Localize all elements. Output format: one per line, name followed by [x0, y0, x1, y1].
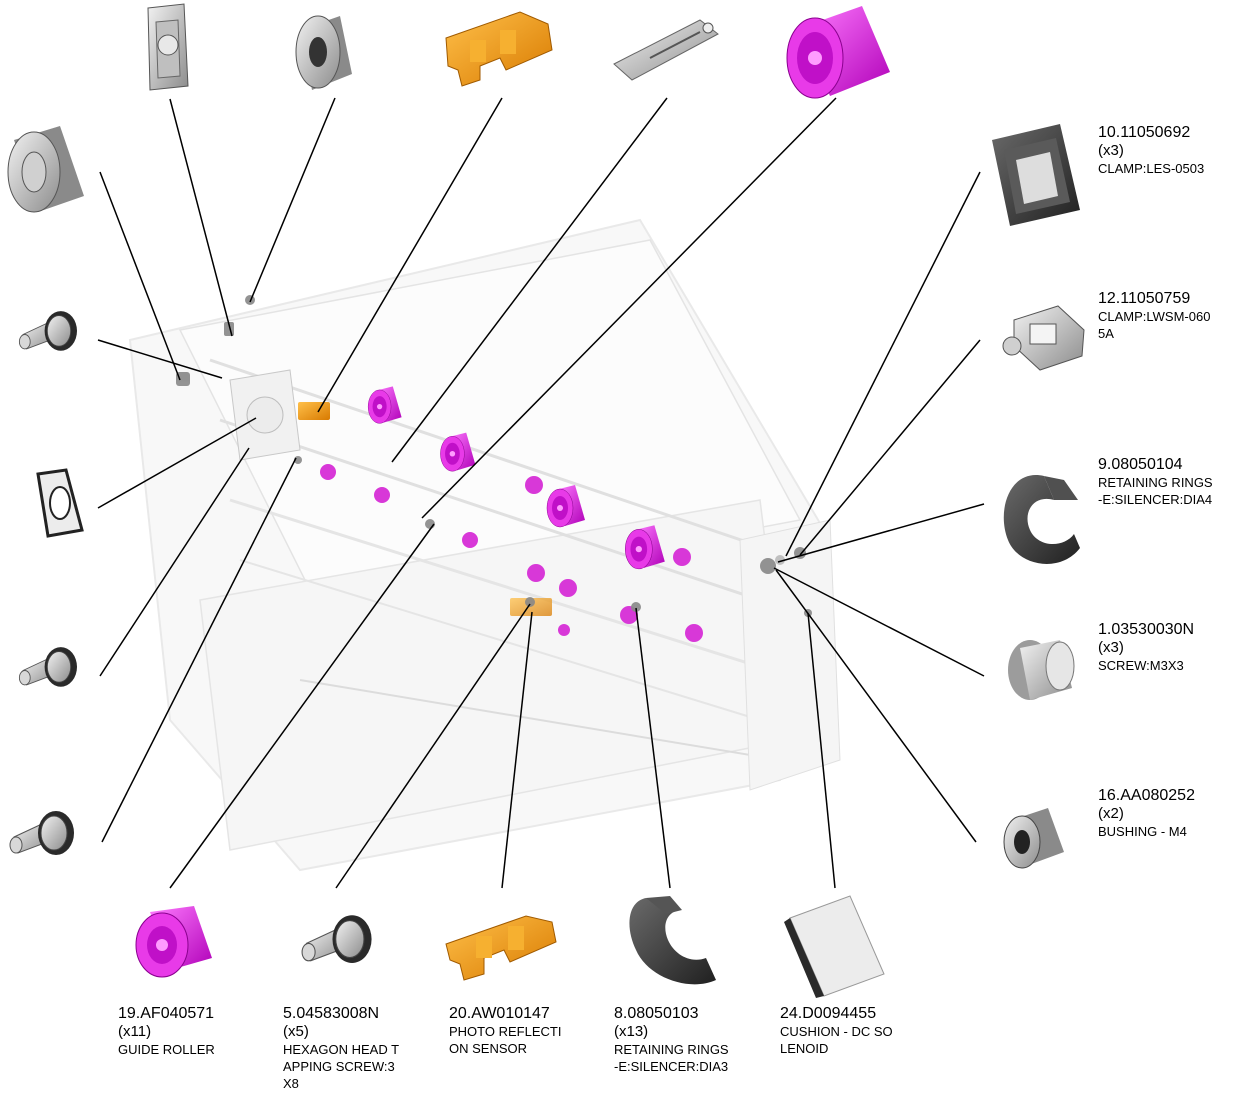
part-quantity: (x11) — [118, 1023, 152, 1040]
label-hex-screw: 5.04583008N (x5) HEXAGON HEAD T APPING S… — [283, 1004, 399, 1092]
screw-m3x3-icon — [1008, 640, 1075, 700]
guide-roller-top-icon — [786, 6, 890, 99]
part-number: 24.D0094455 — [780, 1005, 877, 1022]
part-description: CLAMP:LES-0503 — [1098, 161, 1205, 176]
label-cushion: 24.D0094455 CUSHION - DC SO LENOID — [780, 1004, 893, 1057]
screw-left-3-icon — [9, 810, 75, 856]
part-quantity: (x13) — [614, 1023, 649, 1040]
label-photo-sensor: 20.AW010147 PHOTO REFLECTI ON SENSOR — [449, 1004, 561, 1057]
part-description: PHOTO REFLECTI — [449, 1024, 562, 1039]
part-number: 10.11050692 — [1098, 124, 1191, 141]
clamp-lwsm-icon — [1002, 305, 1085, 371]
part-description: SCREW:M3X3 — [1098, 658, 1184, 673]
label-screw-m3x3: 1.03530030N (x3) SCREW:M3X3 — [1098, 620, 1194, 674]
photo-sensor-top-icon — [445, 11, 553, 87]
part-quantity: (x5) — [283, 1023, 309, 1040]
bushing-m4-icon — [1003, 808, 1064, 869]
part-number: 9.08050104 — [1098, 456, 1183, 473]
main-assembly — [128, 218, 841, 872]
part-description-cont: -E:SILENCER:DIA4 — [1098, 492, 1213, 507]
part-number: 5.04583008N — [283, 1005, 380, 1022]
part-description-cont: APPING SCREW:3 — [283, 1059, 395, 1074]
part-number: 16.AA080252 — [1098, 787, 1195, 804]
clamp-part-top-icon — [147, 3, 189, 91]
hex-screw-bottom-icon — [301, 914, 373, 964]
label-clamp-les: 10.11050692 (x3) CLAMP:LES-0503 — [1098, 123, 1204, 177]
label-bushing-m4: 16.AA080252 (x2) BUSHING - M4 — [1098, 786, 1195, 840]
label-retaining-rings-dia3: 8.08050103 (x13) RETAINING RINGS -E:SILE… — [614, 1004, 729, 1075]
retaining-ring-dia4-icon — [1003, 475, 1080, 564]
part-description-cont: ON SENSOR — [449, 1041, 528, 1056]
clamp-les-icon — [992, 124, 1080, 226]
part-description-cont2: X8 — [283, 1076, 299, 1091]
label-retaining-rings-dia4: 9.08050104 RETAINING RINGS -E:SILENCER:D… — [1098, 455, 1213, 508]
part-description: CLAMP:LWSM-060 — [1098, 309, 1211, 324]
part-description-cont: -E:SILENCER:DIA3 — [614, 1059, 729, 1074]
guide-roller-bottom-icon — [135, 906, 212, 978]
screw-left-2-icon — [18, 646, 78, 688]
part-number: 12.11050759 — [1098, 290, 1191, 307]
part-description-cont: LENOID — [780, 1041, 829, 1056]
retaining-ring-dia3-icon — [629, 896, 716, 985]
bushing-left-icon — [7, 126, 84, 213]
bushing-top-icon — [295, 15, 352, 90]
part-description: BUSHING - M4 — [1098, 824, 1187, 839]
label-clamp-lwsm: 12.11050759 CLAMP:LWSM-060 5A — [1098, 289, 1210, 342]
part-description: GUIDE ROLLER — [118, 1042, 215, 1057]
part-quantity: (x2) — [1098, 805, 1124, 822]
part-description: RETAINING RINGS — [614, 1042, 729, 1057]
leader-lines — [97, 97, 985, 889]
part-number: 1.03530030N — [1098, 621, 1195, 638]
part-number: 20.AW010147 — [449, 1005, 550, 1022]
shaft-clip-top-icon — [613, 19, 719, 81]
bracket-plate-left-icon — [36, 468, 84, 538]
cushion-icon — [784, 895, 885, 998]
label-guide-roller: 19.AF040571 (x11) GUIDE ROLLER — [118, 1004, 215, 1058]
screw-left-1-icon — [18, 310, 78, 352]
part-number: 19.AF040571 — [118, 1005, 215, 1022]
part-description: HEXAGON HEAD T — [283, 1042, 400, 1057]
part-quantity: (x3) — [1098, 639, 1124, 656]
part-description: RETAINING RINGS — [1098, 475, 1213, 490]
part-description: CUSHION - DC SO — [780, 1024, 893, 1039]
part-quantity: (x3) — [1098, 142, 1124, 159]
photo-sensor-bottom-icon — [445, 915, 557, 981]
part-number: 8.08050103 — [614, 1005, 699, 1022]
part-description-cont: 5A — [1098, 326, 1114, 341]
